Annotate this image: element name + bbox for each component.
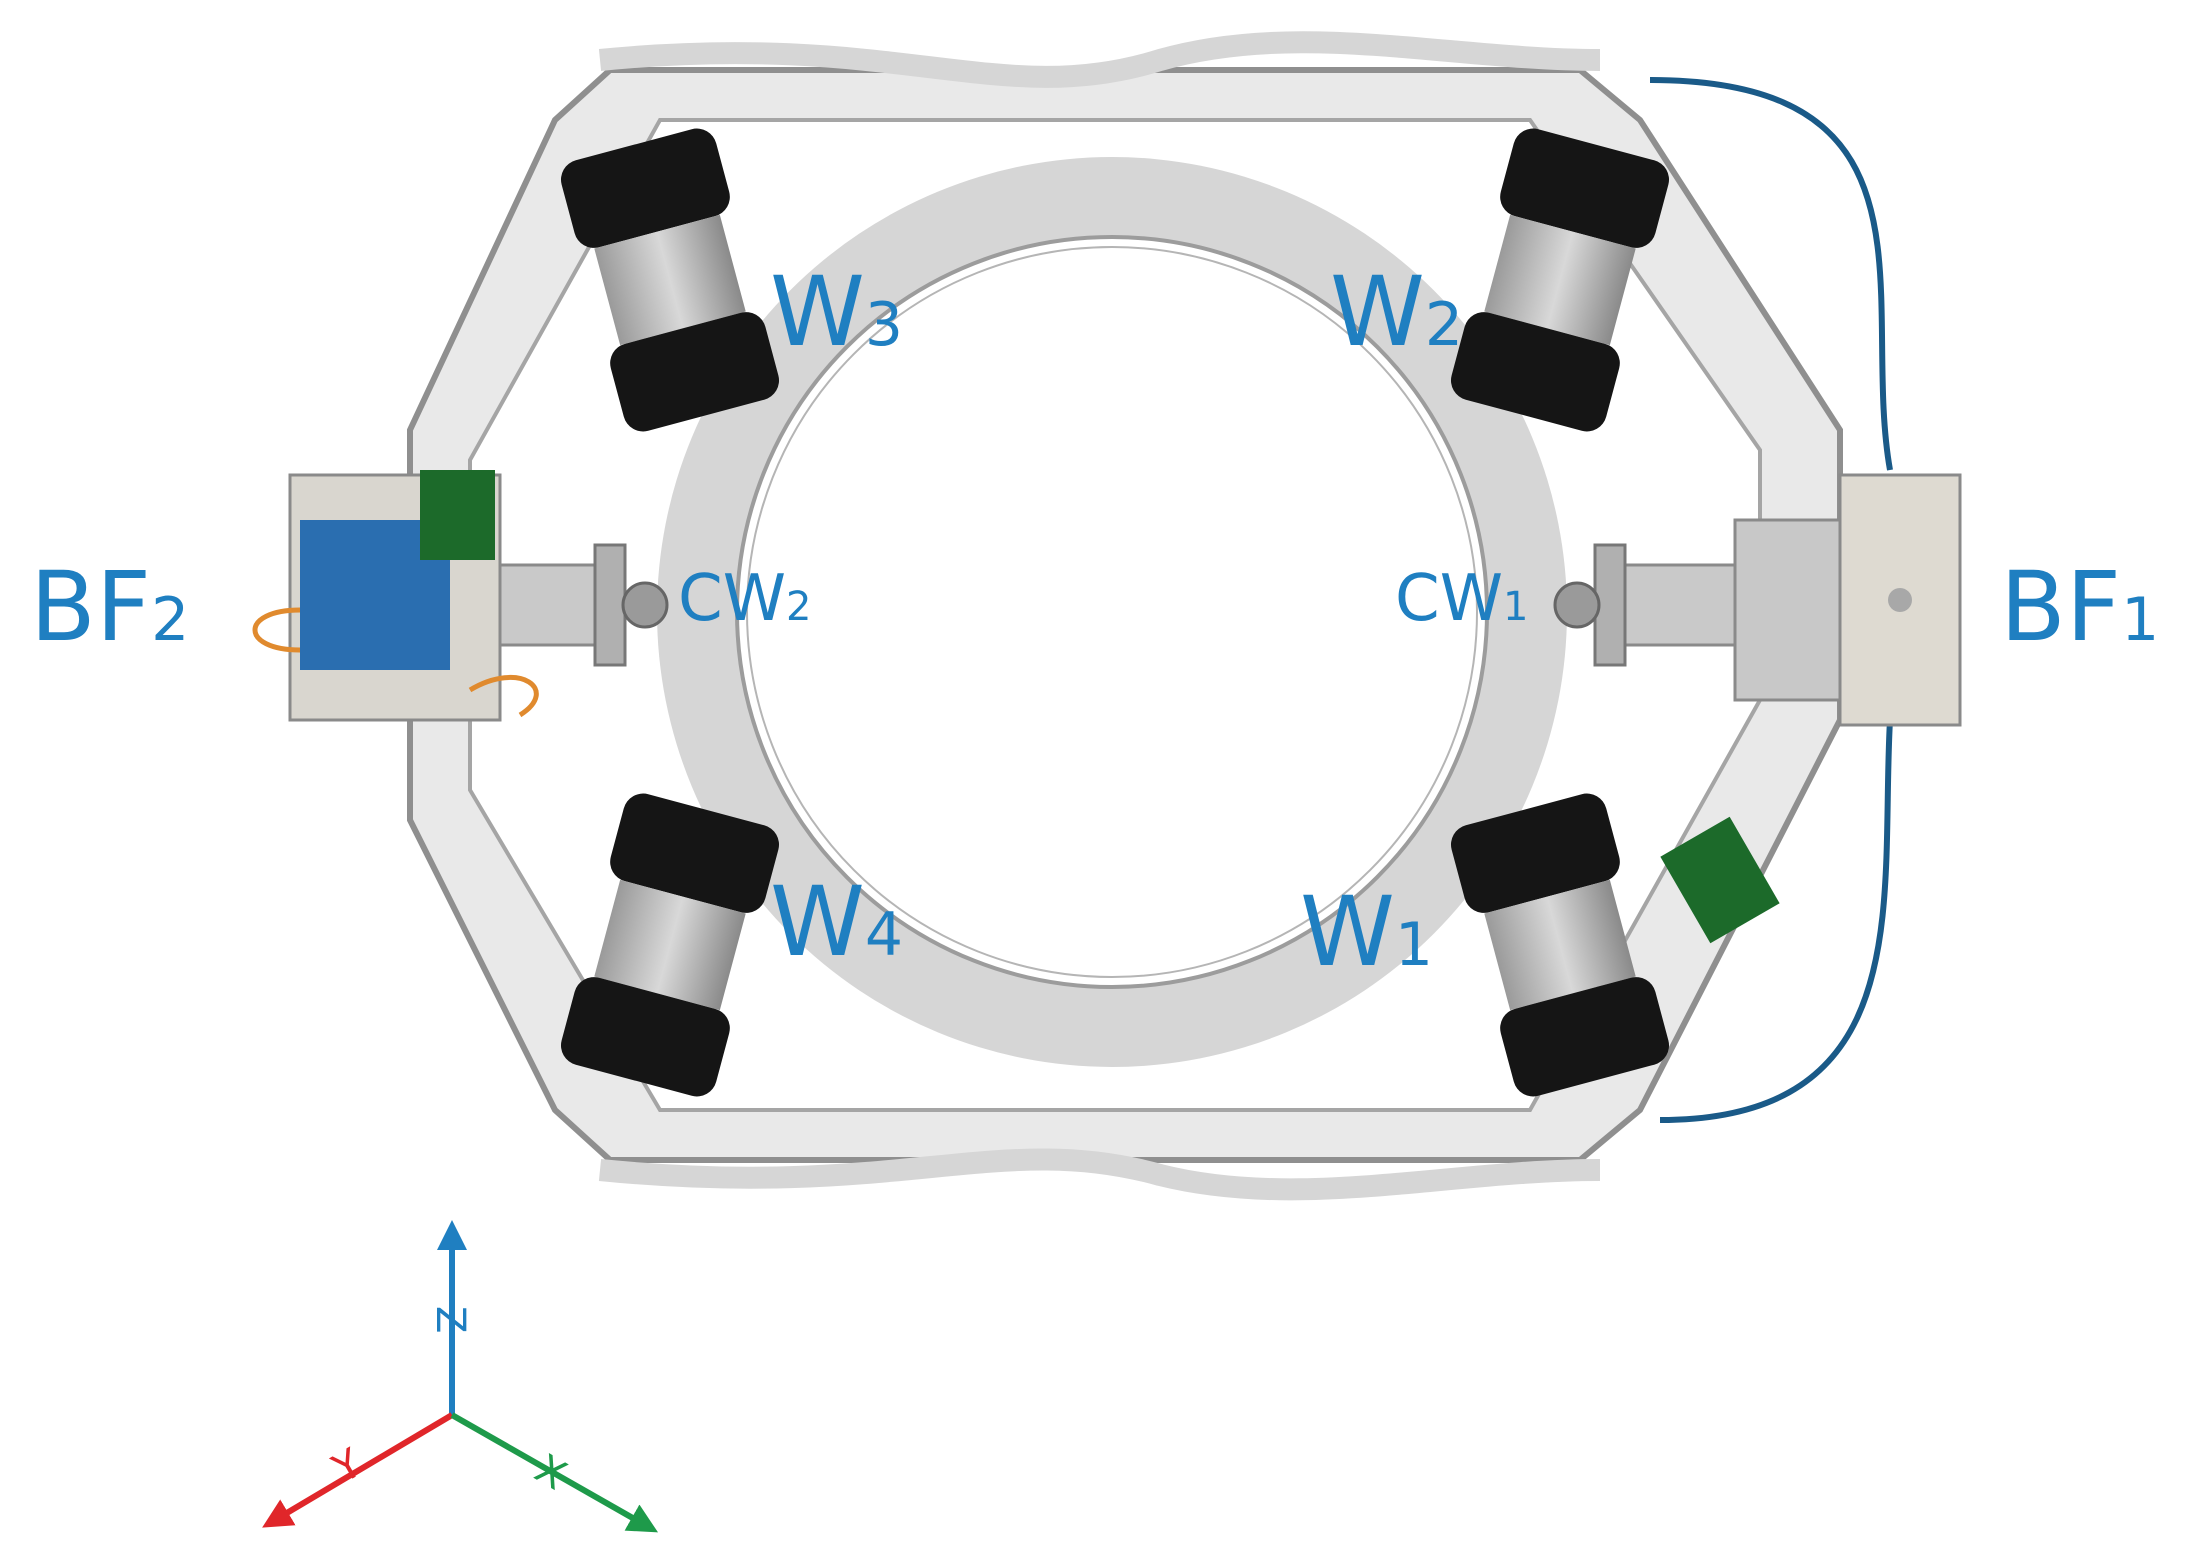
y-axis bbox=[262, 1412, 454, 1528]
x-axis-label: X bbox=[527, 1446, 574, 1500]
x-axis bbox=[450, 1412, 659, 1533]
z-axis-label: Z bbox=[427, 1306, 473, 1333]
electronics-box-bf2 bbox=[252, 470, 539, 722]
label-cw2: CW2 bbox=[678, 562, 811, 636]
counter-wheel-cw2 bbox=[478, 543, 669, 667]
label-w2: W2 bbox=[1330, 256, 1463, 368]
label-w1: W1 bbox=[1300, 876, 1433, 988]
electronics-box-bf1 bbox=[1660, 473, 1962, 944]
wheel-w2 bbox=[1450, 128, 1670, 432]
wheel-w1 bbox=[1450, 793, 1670, 1097]
coordinate-axes: Z Y X bbox=[262, 1220, 659, 1533]
pipe-ring bbox=[657, 157, 1567, 1067]
label-cw1: CW1 bbox=[1395, 562, 1528, 636]
label-w3: W3 bbox=[770, 256, 903, 368]
label-bf2: BF2 bbox=[30, 551, 189, 663]
label-bf1: BF1 bbox=[2000, 551, 2159, 663]
wheel-w3 bbox=[560, 128, 780, 432]
wheel-w4 bbox=[560, 793, 780, 1097]
label-w4: W4 bbox=[770, 866, 903, 978]
